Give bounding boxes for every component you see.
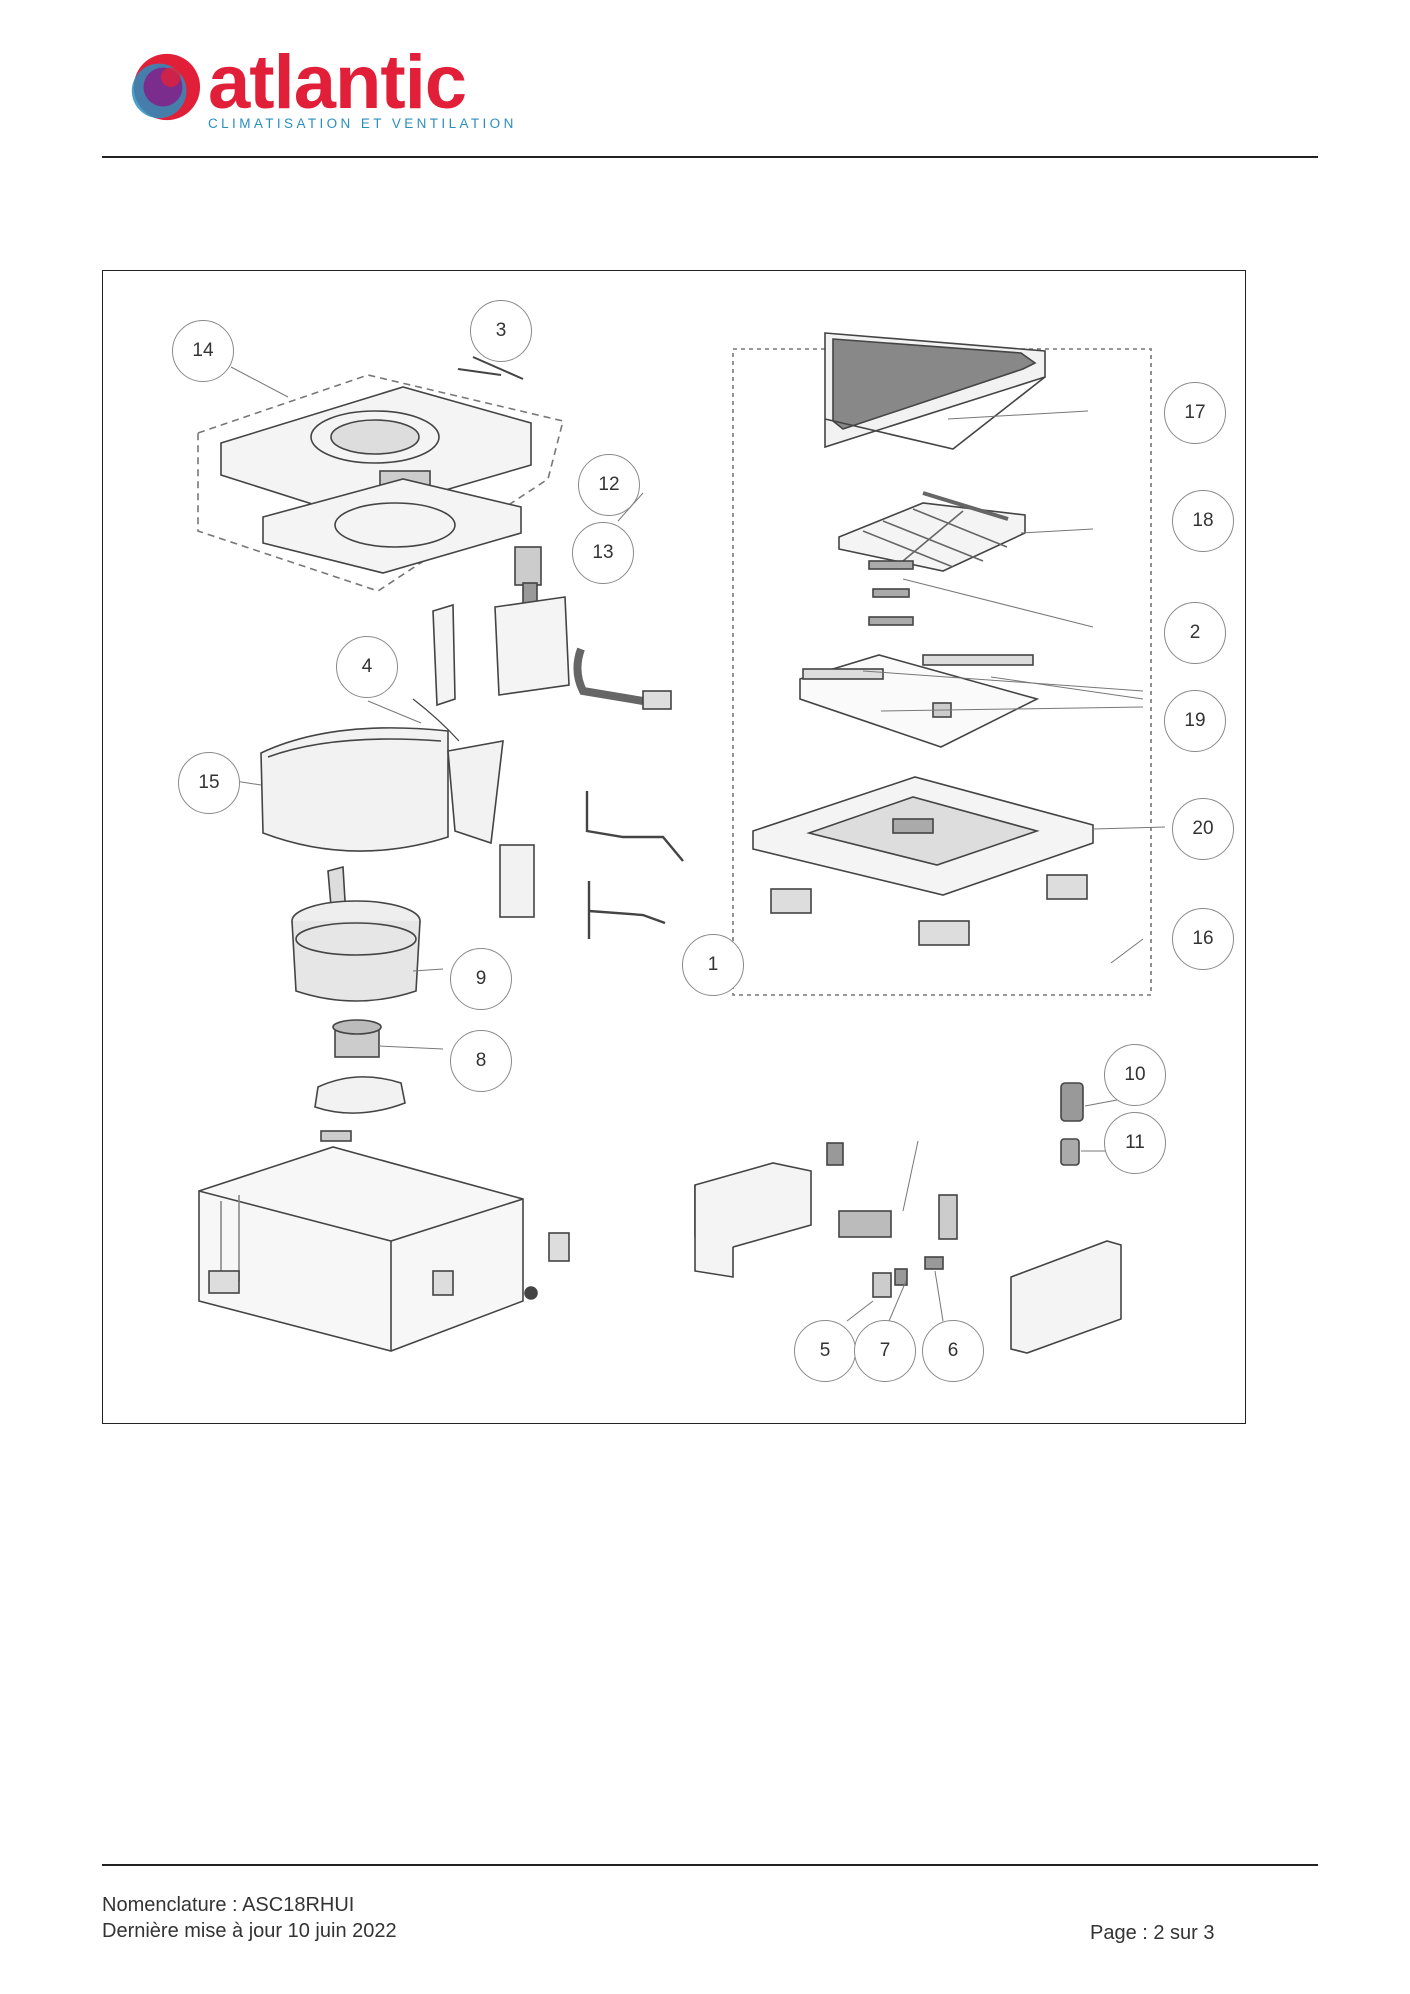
callout-19: 19 [1164,690,1226,752]
callout-2: 2 [1164,602,1226,664]
callout-20: 20 [1172,798,1234,860]
callout-10: 10 [1104,1044,1166,1106]
part-electric-cover [1010,1240,1122,1354]
part-foam-flap [447,740,504,845]
part-terminal-block [938,1194,958,1240]
callout-8: 8 [450,1030,512,1092]
part-hose-fitting [642,690,672,710]
part-small-bracket [320,1130,352,1142]
header-divider [102,156,1318,158]
footer-last-updated: Dernière mise à jour 10 juin 2022 [102,1920,397,1942]
part-grille [824,332,1046,450]
callout-13: 13 [572,522,634,584]
callout-3: 3 [470,300,532,362]
part-insulation-pad [499,844,535,918]
callout-5: 5 [794,1320,856,1382]
part-drain-pump [514,546,542,606]
part-motor [332,1019,382,1058]
brand-logo: atlantic CLIMATISATION ET VENTILATION [120,40,513,134]
part-filter-rail [922,491,1009,521]
callout-15: 15 [178,752,240,814]
part-drain-hose [573,647,644,705]
callout-14: 14 [172,320,234,382]
callout-6: 6 [922,1320,984,1382]
part-louver-b [872,588,910,598]
parts-drawing [197,332,1166,1354]
callout-12: 12 [578,454,640,516]
part-10-remote [1060,1082,1084,1122]
part-drain-pan [260,727,449,852]
callout-4: 4 [336,636,398,698]
part-bracket-a [432,603,456,707]
part-5-capacitor [872,1272,892,1298]
brand-name: atlantic [208,40,467,125]
part-corner-cover-c [918,920,970,946]
part-small-relay [826,1142,844,1166]
part-4-wire [412,698,460,742]
part-bracket-b [494,596,570,696]
callout-18: 18 [1172,490,1234,552]
part-side-bracket [548,1232,570,1262]
part-fan [291,900,421,1002]
part-louver-c [868,616,914,626]
callout-1: 1 [682,934,744,996]
brand-tagline: CLIMATISATION ET VENTILATION [208,116,517,131]
group-outline-chassis [197,374,564,592]
footer-nomenclature: Nomenclature : ASC18RHUI [102,1894,355,1916]
footer-page-number: Page : 2 sur 3 [1090,1922,1215,1944]
part-corner-cover-a [770,888,812,914]
part-louver-a [868,560,914,570]
part-6-transformer [924,1256,944,1270]
part-pipe-upper [585,791,684,862]
part-front-panel [752,776,1094,896]
part-motor-mount [314,1076,406,1114]
part-louvres [799,654,1040,748]
part-3-sensor [457,356,524,380]
part-corner-cover-b [1046,874,1088,900]
leader-lines [230,366,1166,1322]
callout-11: 11 [1104,1112,1166,1174]
callout-9: 9 [450,948,512,1010]
part-1-pcb [838,1210,892,1238]
callout-16: 16 [1172,908,1234,970]
part-top-chassis [220,386,532,574]
part-7-fuse [894,1268,908,1286]
part-chassis-box [198,1146,538,1352]
part-pipe-lower [587,881,666,939]
callout-7: 7 [854,1320,916,1382]
exploded-parts-diagram: 1 2 3 4 5 6 7 8 9 10 11 12 13 14 15 16 1… [102,270,1246,1424]
callout-17: 17 [1164,382,1226,444]
part-11-holder [1060,1138,1080,1166]
footer-divider [102,1864,1318,1866]
atlantic-logo-icon [131,53,201,121]
